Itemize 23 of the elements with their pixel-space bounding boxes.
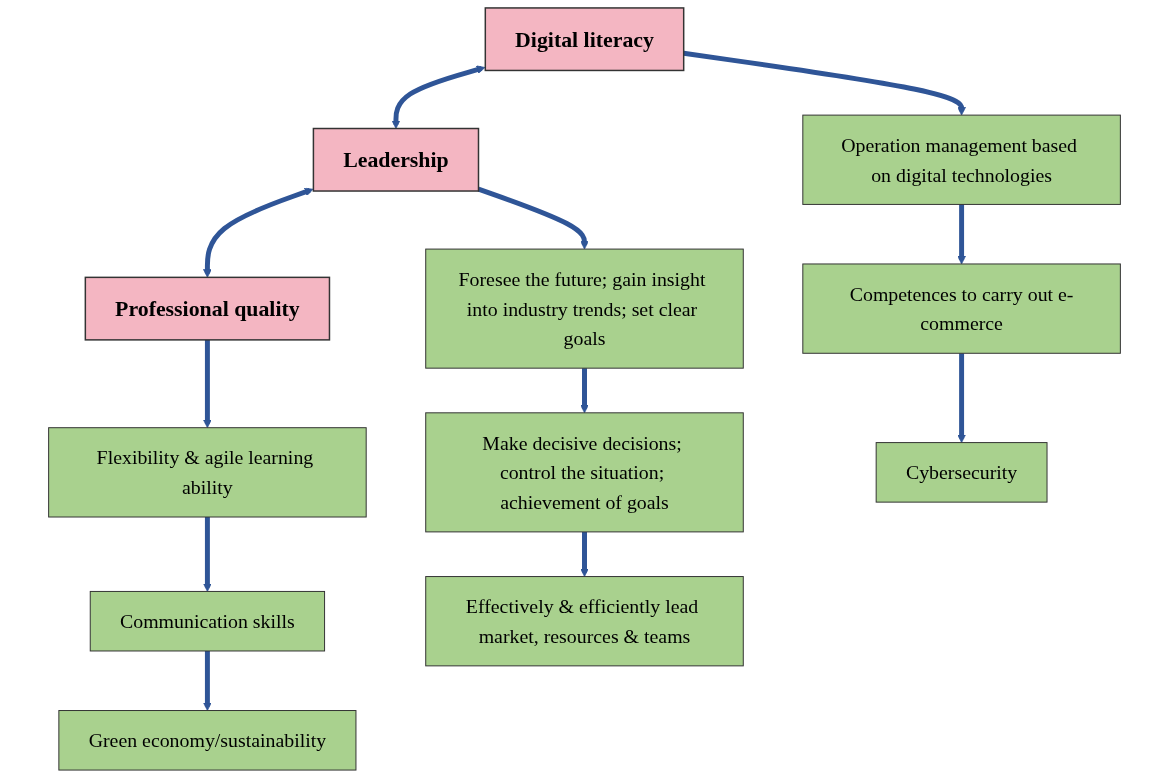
node-box: Operation management based on digital technologies <box>802 114 1121 205</box>
node-box: Flexibility & agile learning ability <box>48 427 367 518</box>
node-box: Digital literacy <box>484 7 685 72</box>
arrow <box>391 65 486 129</box>
node-box: Leadership <box>312 127 480 192</box>
arrow <box>203 187 314 278</box>
node-box: Cybersecurity <box>875 442 1048 503</box>
node-box: Green economy/sustainability <box>58 710 357 771</box>
node-box: Communication skills <box>89 590 326 652</box>
arrow <box>580 531 589 577</box>
arrow <box>203 339 212 429</box>
node-box: Professional quality <box>84 276 331 341</box>
arrow <box>683 50 966 116</box>
arrow <box>957 353 966 443</box>
arrow <box>203 517 212 592</box>
node-box: Foresee the future; gain insight into industry trends; set clear goals <box>425 248 744 369</box>
node-box: Make decisive decisions; control the situation; achievement of goals <box>425 412 744 533</box>
node-box: Effectively & efficiently lead market, resources & teams <box>425 576 744 667</box>
arrow <box>957 204 966 265</box>
arrow <box>580 368 589 414</box>
arrow <box>203 651 212 711</box>
arrow <box>477 186 589 250</box>
node-box: Competences to carry out e-commerce <box>802 263 1121 354</box>
